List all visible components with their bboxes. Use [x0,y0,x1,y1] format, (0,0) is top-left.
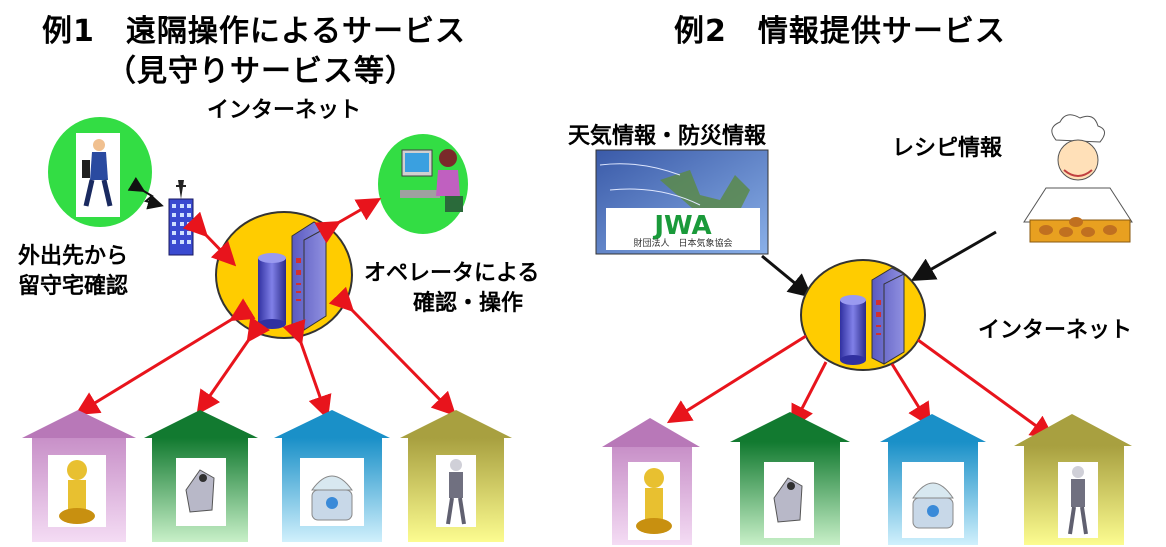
weather-label: 天気情報・防災情報 [568,124,767,149]
weather-map-image: JWA 財団法人 日本気象協会 [595,149,769,255]
jwa-logo-text: JWA [652,211,711,241]
example2-title: 例2 情報提供サービス [674,14,1006,49]
example1-internet-label: インターネット [207,98,362,123]
jwa-org-text: 財団法人 日本気象協会 [633,237,732,249]
example1-title-line1: 例1 遠隔操作によるサービス [42,14,466,49]
operator-circle [378,134,468,234]
operator-label-line1: オペレータによる [364,261,540,286]
weather-to-server-arrow [761,254,813,298]
example2-internet-label: インターネット [978,318,1133,343]
server-node-1 [215,211,353,339]
server-icon [840,267,905,365]
example2-links [666,334,1055,440]
robot-humanoid-icon [436,455,476,527]
chef-icon [1023,114,1133,243]
remote-label-line2: 留守宅確認 [18,274,129,299]
recipe-label: レシピ情報 [892,136,1003,161]
example1-title-line2: （見守りサービス等） [106,54,416,89]
phone-tower-icon [168,180,194,256]
robot-capsule-icon [902,462,964,538]
remote-label-line1: 外出先から [18,244,129,269]
remote-user-circle [48,117,152,227]
robot-dog-icon [764,462,814,538]
robot-icon [48,455,106,527]
robot-capsule-icon [300,458,364,526]
wireless-link [127,176,164,210]
example1-links [74,198,457,420]
operator-pc-icon [400,149,463,212]
server-node-2 [800,259,926,371]
robot-dog-icon [176,458,226,526]
person-walking-icon [82,139,113,207]
robot-humanoid-icon [1058,462,1098,538]
recipe-to-server-arrow [910,230,997,281]
robot-icon [628,462,680,540]
